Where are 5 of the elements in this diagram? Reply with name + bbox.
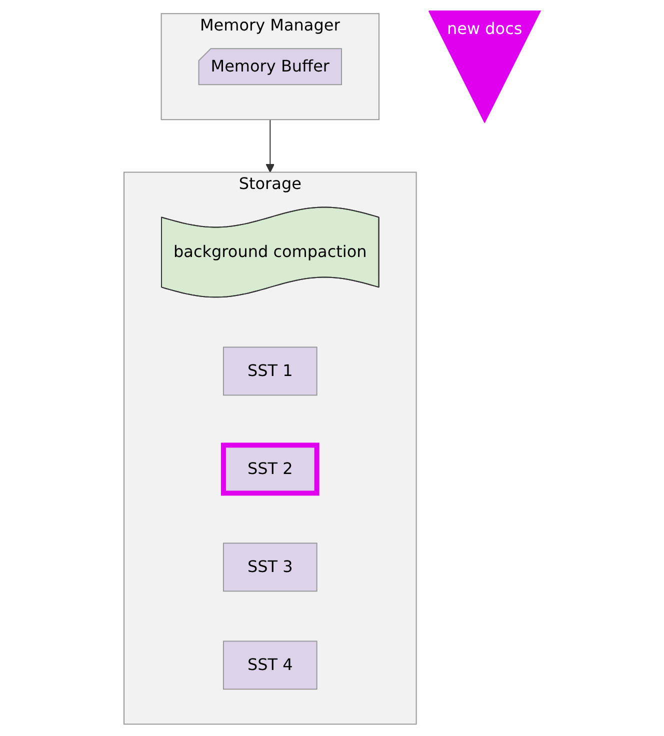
node-box: SST 2 — [220, 443, 320, 496]
arrow — [266, 120, 274, 174]
node-box: SST 4 — [222, 641, 318, 690]
node-box: SST 1 — [222, 347, 318, 396]
node-box: SST 3 — [222, 543, 318, 592]
